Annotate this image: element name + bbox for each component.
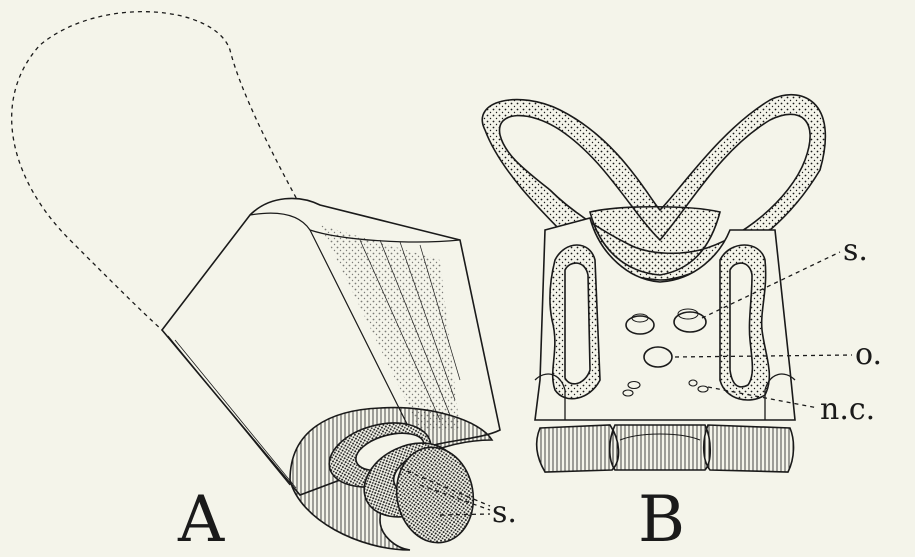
panel-a-drawing <box>12 12 500 550</box>
panel-a-s-label: s. <box>492 498 517 528</box>
base-segment-right <box>704 425 794 472</box>
panel-b-nc-label: n.c. <box>820 395 875 425</box>
panel-b-o-label: o. <box>855 340 882 370</box>
panel-b-drawing <box>482 95 825 472</box>
panel-a-label: A <box>178 488 224 552</box>
base-segment-mid <box>610 425 711 470</box>
panel-b-s-label: s. <box>843 236 868 266</box>
panel-b-label: B <box>638 488 685 552</box>
base-segment-left <box>537 425 619 472</box>
